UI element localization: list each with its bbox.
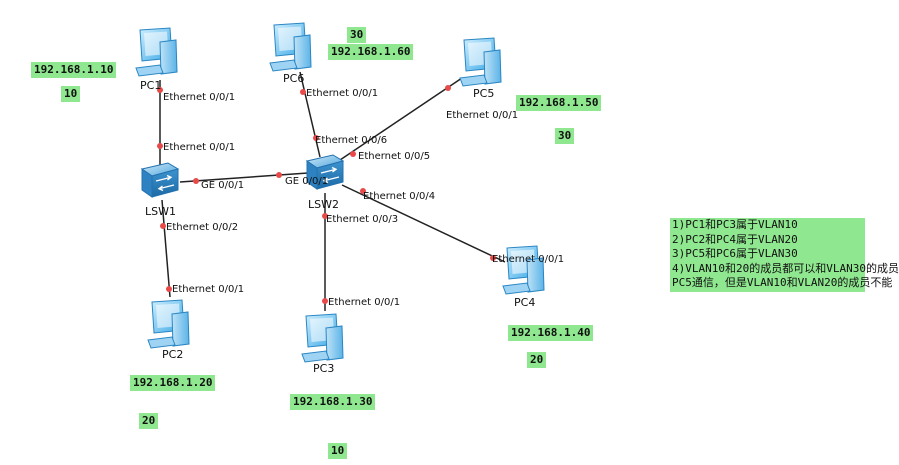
pc3-label: PC3 xyxy=(313,362,334,375)
port-label: Ethernet 0/0/1 xyxy=(446,110,518,121)
links xyxy=(159,71,506,311)
pc6-computer-icon[interactable] xyxy=(269,22,312,72)
pc5-computer-icon[interactable] xyxy=(459,37,502,87)
pc2-ip-tag: 192.168.1.20 xyxy=(130,375,216,391)
port-dot xyxy=(300,89,306,95)
port-label: GE 0/0/1 xyxy=(285,176,328,187)
link-lsw2-pc4 xyxy=(341,184,506,263)
note-line: 4)VLAN10和20的成员都可以和VLAN30的成员 xyxy=(672,261,899,275)
port-dot xyxy=(157,87,163,93)
port-dot xyxy=(490,255,496,261)
pc1-vlan-tag: 10 xyxy=(61,86,81,102)
port-label: Ethernet 0/0/5 xyxy=(358,151,430,162)
port-label: GE 0/0/1 xyxy=(201,180,244,191)
port-label: Ethernet 0/0/4 xyxy=(363,191,435,202)
pc5-vlan-tag: 30 xyxy=(555,128,575,144)
port-dots xyxy=(157,85,496,304)
lsw1-switch-icon[interactable] xyxy=(141,162,179,198)
port-label: Ethernet 0/0/2 xyxy=(166,222,238,233)
port-dot xyxy=(322,298,328,304)
port-dot xyxy=(166,286,172,292)
pc5-ip-tag: 192.168.1.50 xyxy=(516,95,602,111)
port-label: Ethernet 0/0/1 xyxy=(306,88,378,99)
port-dot xyxy=(157,143,163,149)
port-label: Ethernet 0/0/1 xyxy=(163,92,235,103)
lsw2-label: LSW2 xyxy=(308,198,339,211)
port-dot xyxy=(313,135,319,141)
port-dot xyxy=(160,223,166,229)
requirements-note: 1)PC1和PC3属于VLAN10 2)PC2和PC4属于VLAN20 3)PC… xyxy=(670,218,899,292)
port-dot xyxy=(360,188,366,194)
port-label: Ethernet 0/0/1 xyxy=(492,254,564,265)
note-line: PC5通信，但是VLAN10和VLAN20的成员不能 xyxy=(672,276,893,289)
port-label: Ethernet 0/0/1 xyxy=(163,142,235,153)
lsw1-label: LSW1 xyxy=(145,205,176,218)
pc1-computer-icon[interactable] xyxy=(135,27,178,77)
note-line: 1)PC1和PC3属于VLAN10 xyxy=(672,218,798,231)
port-label: Ethernet 0/0/6 xyxy=(315,135,387,146)
pc2-label: PC2 xyxy=(162,348,183,361)
port-label: Ethernet 0/0/1 xyxy=(328,297,400,308)
pc1-ip-tag: 192.168.1.10 xyxy=(31,62,117,78)
port-dot xyxy=(276,172,282,178)
network-topology-canvas: PC1 PC6 PC5 PC2 PC3 PC4 LSW1 LSW2 Ethern… xyxy=(135,22,564,375)
pc4-label: PC4 xyxy=(514,296,535,309)
note-line: 2)PC2和PC4属于VLAN20 xyxy=(672,232,798,246)
link-lsw1-lsw2 xyxy=(179,172,309,183)
pc2-vlan-tag: 20 xyxy=(139,413,159,429)
pc4-vlan-tag: 20 xyxy=(527,352,547,368)
port-label: Ethernet 0/0/1 xyxy=(172,284,244,295)
link-pc6-lsw2 xyxy=(299,71,321,158)
pc6-vlan-tag: 30 xyxy=(347,27,367,43)
note-line: 3)PC5和PC6属于VLAN30 xyxy=(672,247,798,260)
port-label: Ethernet 0/0/3 xyxy=(326,214,398,225)
port-dot xyxy=(322,213,328,219)
link-pc5-lsw2 xyxy=(339,77,463,161)
pc1-label: PC1 xyxy=(140,79,161,92)
pc2-computer-icon[interactable] xyxy=(147,299,190,349)
link-lsw1-pc2 xyxy=(161,199,171,298)
pc3-computer-icon[interactable] xyxy=(301,313,344,363)
port-dot xyxy=(445,85,451,91)
pc3-ip-tag: 192.168.1.30 xyxy=(290,394,376,410)
pc5-label: PC5 xyxy=(473,87,494,100)
pc6-ip-tag: 192.168.1.60 xyxy=(328,44,414,60)
pc3-vlan-tag: 10 xyxy=(328,443,348,459)
pc6-label: PC6 xyxy=(283,72,304,85)
pc4-ip-tag: 192.168.1.40 xyxy=(508,325,594,341)
port-dot xyxy=(193,178,199,184)
port-dot xyxy=(350,151,356,157)
